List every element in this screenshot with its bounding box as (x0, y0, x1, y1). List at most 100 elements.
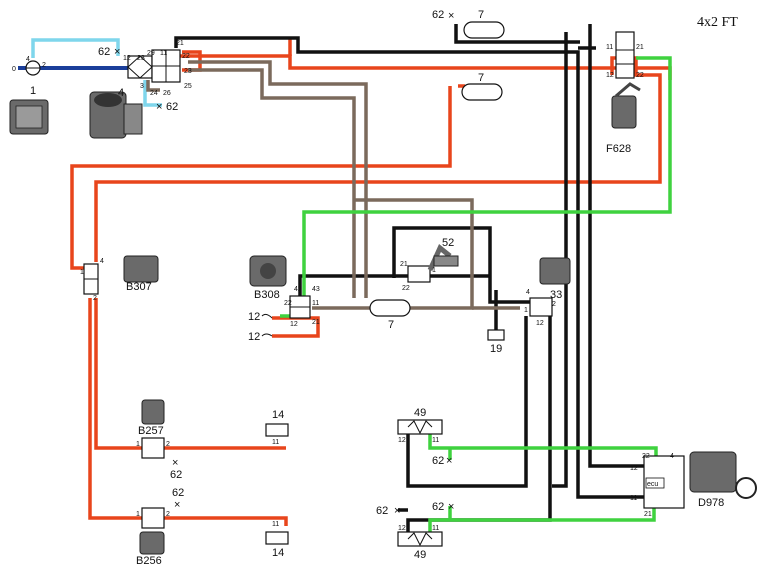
port-24: 24 (150, 90, 158, 97)
label-f628: F628 (606, 143, 631, 155)
compressor-1: 1 0 2 4 (9, 56, 49, 135)
plug-62-49a: 62 (432, 455, 444, 467)
svg-text:22: 22 (402, 285, 410, 292)
svg-text:2: 2 (166, 441, 170, 448)
svg-text:43: 43 (312, 286, 320, 293)
valve-f628: F628 11 21 12 22 (606, 31, 644, 155)
svg-text:7: 7 (478, 9, 484, 21)
svg-text:12: 12 (398, 525, 406, 532)
svg-text:22: 22 (636, 72, 644, 79)
modulator-49-bottom: 49 12 11 62 × 62 × (376, 501, 454, 561)
label-4: 4 (118, 87, 124, 99)
port-4: 4 (26, 56, 30, 63)
svg-text:49: 49 (414, 549, 426, 561)
valve-19: 19 (487, 329, 505, 355)
label-1: 1 (30, 85, 36, 97)
svg-text:11: 11 (432, 437, 439, 444)
valve-b256: B256 1 2 × 62 (136, 487, 184, 567)
port-25: 25 (184, 83, 192, 90)
ecu-d978: ecu D978 22 4 12 11 21 (630, 451, 757, 518)
brown-circuit (146, 60, 520, 310)
connector-12-a: 12 (248, 311, 273, 323)
svg-text:22: 22 (284, 300, 292, 307)
svg-text:12: 12 (290, 321, 298, 328)
port-23: 23 (137, 55, 145, 62)
reservoir-7-top: 7 62 × (432, 9, 505, 39)
svg-text:22: 22 (642, 453, 650, 460)
svg-text:12: 12 (248, 311, 260, 323)
port-3: 3 (140, 83, 144, 90)
svg-text:2: 2 (552, 301, 556, 308)
valve-33: 33 4 1 2 12 (524, 257, 571, 327)
svg-text:21: 21 (644, 511, 652, 518)
svg-text:11: 11 (272, 439, 279, 446)
brake-chamber-14-top: 14 11 (265, 409, 289, 446)
svg-text:7: 7 (388, 319, 394, 331)
svg-text:12: 12 (536, 320, 544, 327)
port-12: 12 (123, 55, 131, 62)
plug-62-b257: 62 (170, 469, 182, 481)
label-d978: D978 (698, 497, 724, 509)
port-11: 11 (160, 50, 167, 57)
svg-text:42: 42 (294, 286, 302, 293)
label-52: 52 (442, 237, 454, 249)
label-b256: B256 (136, 555, 162, 567)
modulator-49-top: 49 12 11 62 × (397, 407, 452, 467)
svg-text:12: 12 (398, 437, 406, 444)
svg-text:×: × (448, 501, 454, 513)
svg-text:2: 2 (166, 511, 170, 518)
label-33: 33 (550, 289, 562, 301)
reservoir-7-lower: 7 (369, 299, 411, 331)
air-processing-unit-4: 4 12 23 29 11 21 22 23 25 3 24 26 62 × ×… (89, 40, 192, 139)
svg-text:49: 49 (414, 407, 426, 419)
svg-text:4: 4 (670, 453, 674, 460)
green-circuit (280, 56, 672, 534)
svg-text:1: 1 (136, 511, 140, 518)
diagram-title: 4x2 FT (697, 15, 738, 30)
plug-62-b256: 62 (172, 487, 184, 499)
plug-x: × (114, 46, 120, 58)
label-b257: B257 (138, 425, 164, 437)
reservoir-7-middle: 7 (461, 72, 503, 101)
plug-62-dryer: 62 (98, 46, 110, 58)
svg-text:11: 11 (606, 44, 613, 51)
svg-text:1: 1 (80, 269, 84, 276)
svg-text:12: 12 (606, 72, 614, 79)
plug-62-dryer-bottom: 62 (166, 101, 178, 113)
valve-b257: B257 1 2 × 62 (136, 399, 182, 481)
plug-62-top: 62 (432, 9, 444, 21)
svg-text:11: 11 (432, 525, 439, 532)
svg-text:21: 21 (312, 319, 320, 326)
svg-text:×: × (446, 455, 452, 467)
label-b308: B308 (254, 289, 280, 301)
svg-text:7: 7 (478, 72, 484, 84)
svg-text:×: × (172, 457, 178, 469)
svg-text:12: 12 (630, 465, 638, 472)
svg-text:11: 11 (312, 300, 319, 307)
plug-62-left-49b: 62 (376, 505, 388, 517)
label-b307: B307 (126, 281, 152, 293)
brake-chamber-14-bottom: 14 11 (265, 521, 289, 559)
valve-b307: B307 1 2 4 (80, 255, 159, 302)
port-29: 29 (147, 50, 155, 57)
svg-text:1: 1 (136, 441, 140, 448)
svg-text:12: 12 (248, 331, 260, 343)
svg-text:21: 21 (636, 44, 644, 51)
svg-text:11: 11 (272, 521, 279, 528)
svg-text:×: × (174, 499, 180, 511)
svg-text:21: 21 (400, 261, 408, 268)
valve-52: 52 21 1 22 (400, 237, 459, 292)
svg-text:4: 4 (100, 258, 104, 265)
connector-12-b: 12 (248, 331, 273, 343)
port-23b: 23 (184, 68, 192, 75)
plug-x-2: × (156, 101, 162, 113)
svg-text:×: × (448, 10, 454, 22)
port-0: 0 (12, 66, 16, 73)
valve-b308: B308 42 43 22 11 12 21 (249, 255, 320, 328)
svg-text:×: × (394, 505, 400, 517)
port-26: 26 (163, 90, 171, 97)
port-21: 21 (176, 40, 184, 47)
port-2: 2 (42, 62, 46, 69)
